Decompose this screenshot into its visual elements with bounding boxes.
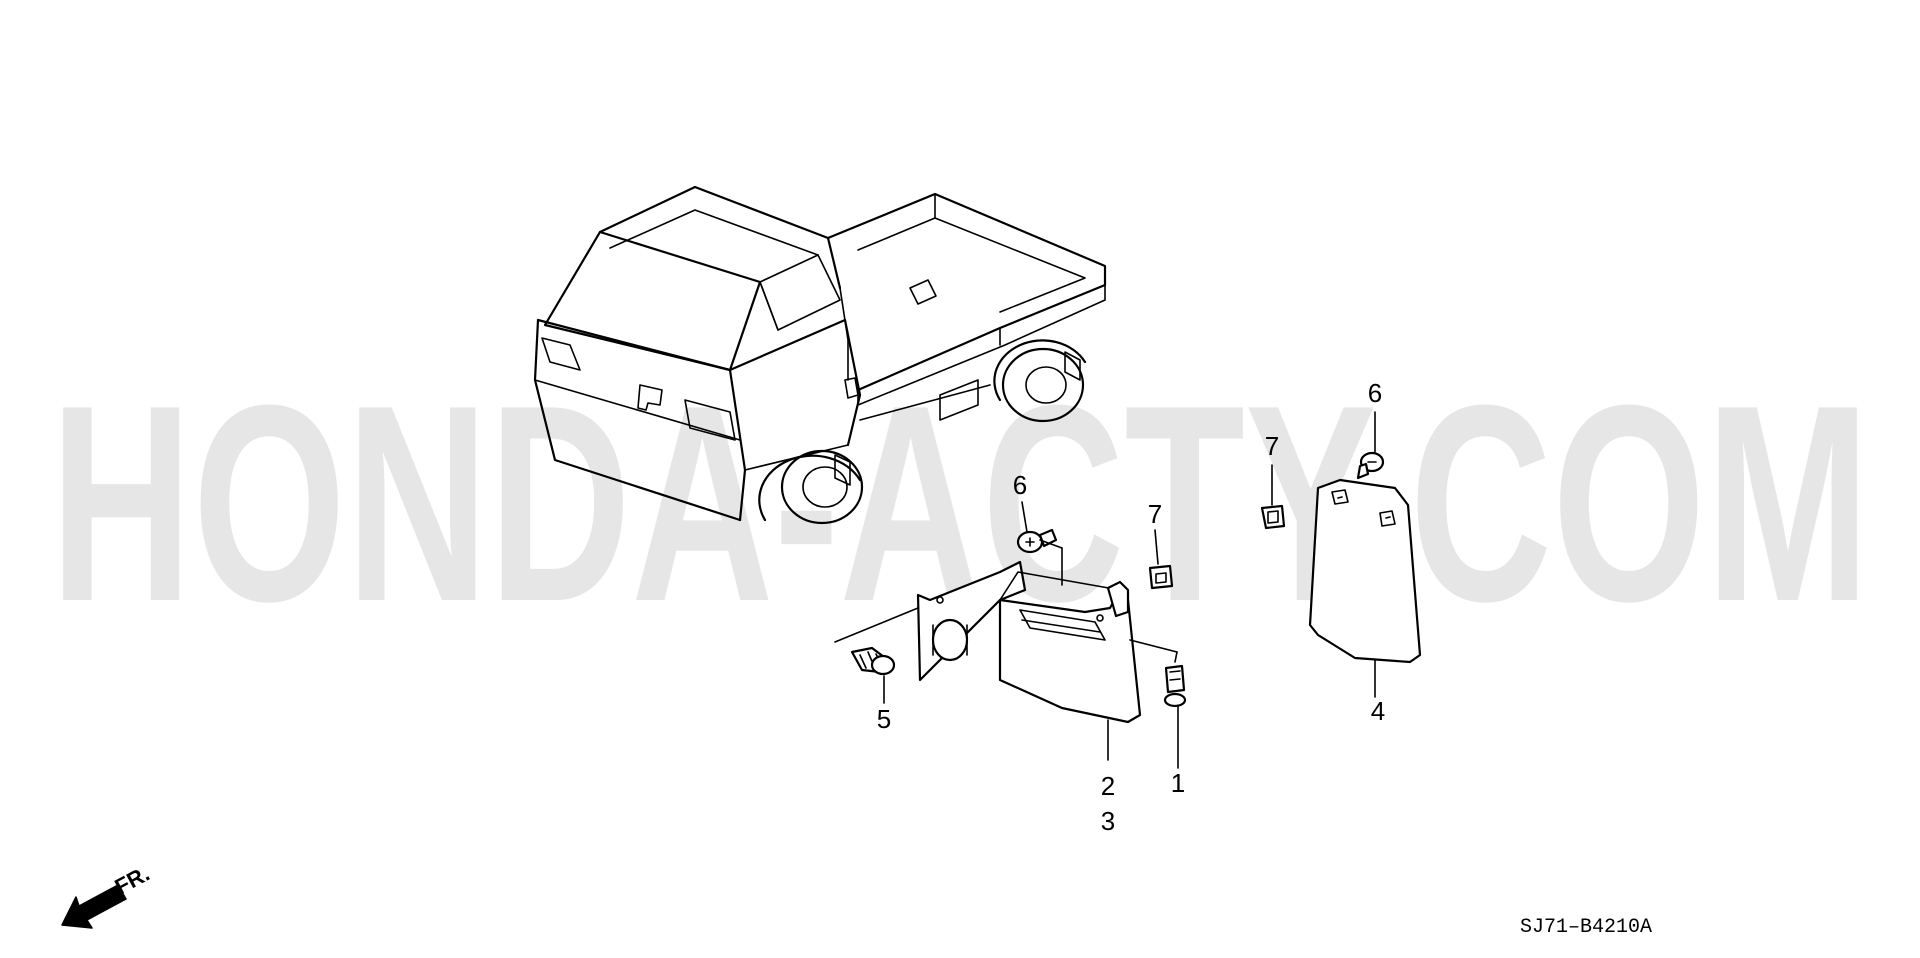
flap-part-4: [1308, 478, 1422, 664]
callout-7-left: 7: [1148, 499, 1162, 529]
callout-6-right: 6: [1368, 378, 1382, 408]
clip-part-7-left: [1148, 564, 1174, 590]
callout-4: 4: [1371, 696, 1385, 726]
bolt-part-5: [850, 646, 896, 676]
mudguard-part-2-3: [916, 560, 1142, 724]
nut-part-6-right: [1356, 451, 1385, 480]
callout-5: 5: [877, 704, 891, 734]
callout-3: 3: [1101, 806, 1115, 836]
clip-part-1: [1163, 664, 1187, 708]
callout-2: 2: [1101, 771, 1115, 801]
nut-part-6-left: [1016, 528, 1058, 554]
leader-lines: [834, 411, 1376, 769]
callout-1: 1: [1171, 768, 1185, 798]
front-direction-arrow: FR.: [61, 861, 154, 929]
callout-6-left: 6: [1013, 470, 1027, 500]
diagram-code: SJ71–B4210A: [1520, 916, 1652, 939]
clip-part-7-right: [1260, 504, 1286, 530]
callout-7-right: 7: [1265, 431, 1279, 461]
truck-illustration: [533, 185, 1107, 525]
